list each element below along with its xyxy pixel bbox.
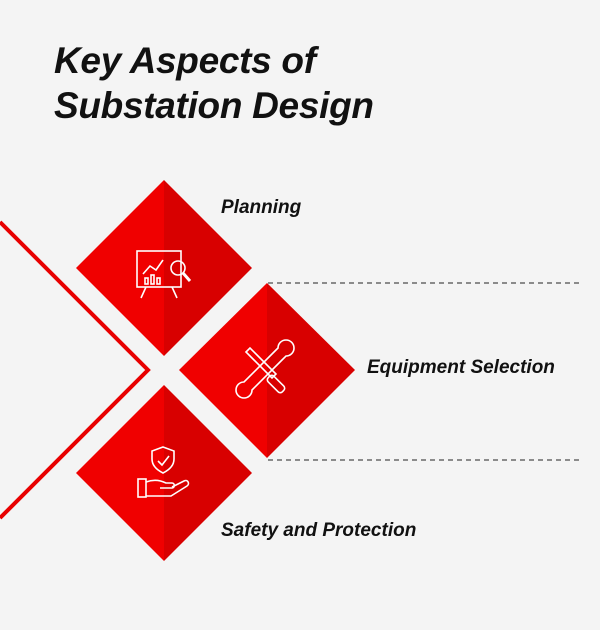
title-line-2: Substation Design — [54, 85, 374, 126]
safety-protection-diamond — [76, 385, 252, 561]
shield-hand-icon — [137, 446, 190, 498]
screwdriver-wrench-icon — [235, 339, 295, 399]
equipment-selection-diamond — [179, 283, 355, 458]
label-safety-and-protection: Safety and Protection — [221, 520, 417, 541]
title-line-1: Key Aspects of — [54, 40, 316, 81]
page-title: Key Aspects of Substation Design — [54, 38, 374, 128]
presentation-analytics-icon — [136, 250, 192, 299]
label-equipment-selection: Equipment Selection — [367, 357, 555, 378]
red-chevron-line — [0, 220, 151, 520]
label-planning: Planning — [221, 197, 302, 218]
planning-diamond — [76, 180, 252, 356]
